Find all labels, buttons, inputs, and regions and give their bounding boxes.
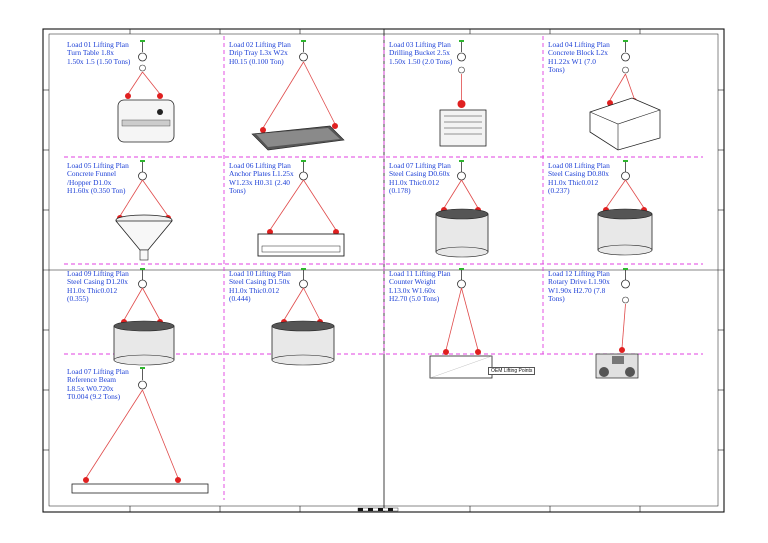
oem-lifting-points-label: OEM Lifting Points [488,367,536,375]
panel-06-rigging [257,160,345,257]
panel-01-rigging [117,40,175,143]
panel-06-title: Load 06 Lifting Plan Anchor Plates L1.25… [229,161,294,196]
panel-01-title: Load 01 Lifting Plan Turn Table 1.8x 1.5… [67,40,131,66]
panel-03-title: Load 03 Lifting Plan Drilling Bucket 2.5… [389,40,453,66]
panel-09-title: Load 09 Lifting Plan Steel Casing D1.20x… [67,269,129,304]
panel-02-rigging [251,40,345,151]
panel-05-rigging [115,160,173,261]
panel-13-title: Load 07 Lifting Plan Reference Beam L8.5… [67,367,129,402]
rotary-drive-shape [595,353,639,379]
funnel-shape [115,220,173,251]
panel-12-rigging [595,268,639,379]
panel-08-rigging [597,160,653,256]
panel-04-rigging [589,40,661,151]
scale-bar [357,507,399,512]
panel-10-rigging [271,268,335,366]
panel-07-rigging [435,160,489,258]
casing-shape [271,325,335,361]
drawing-frame-ticks [43,29,724,512]
reference-beam-shape [71,483,209,494]
panel-13-rigging [71,367,209,494]
panel-04-title: Load 04 Lifting Plan Concrete Block L2x … [548,40,610,75]
concrete-block-shape [589,97,661,151]
panel-07-title: Load 07 Lifting Plan Steel Casing D0.60x… [389,161,451,196]
casing-shape [435,213,489,253]
casing-shape [597,213,653,251]
sheet-border-outer [42,28,725,513]
panel-02-title: Load 02 Lifting Plan Drip Tray L3x W2x H… [229,40,291,66]
panel-03-rigging [439,40,487,147]
panel-08-title: Load 08 Lifting Plan Steel Casing D0.80x… [548,161,610,196]
panel-12-title: Load 12 Lifting Plan Rotary Drive L1.90x… [548,269,610,304]
panel-11-title: Load 11 Lifting Plan Counter Weight L13.… [389,269,451,304]
anchor-plates-shape [257,233,345,257]
panel-05-title: Load 05 Lifting Plan Concrete Funnel /Ho… [67,161,129,196]
panel-10-title: Load 10 Lifting Plan Steel Casing D1.50x… [229,269,291,304]
panel-09-rigging [113,268,175,366]
